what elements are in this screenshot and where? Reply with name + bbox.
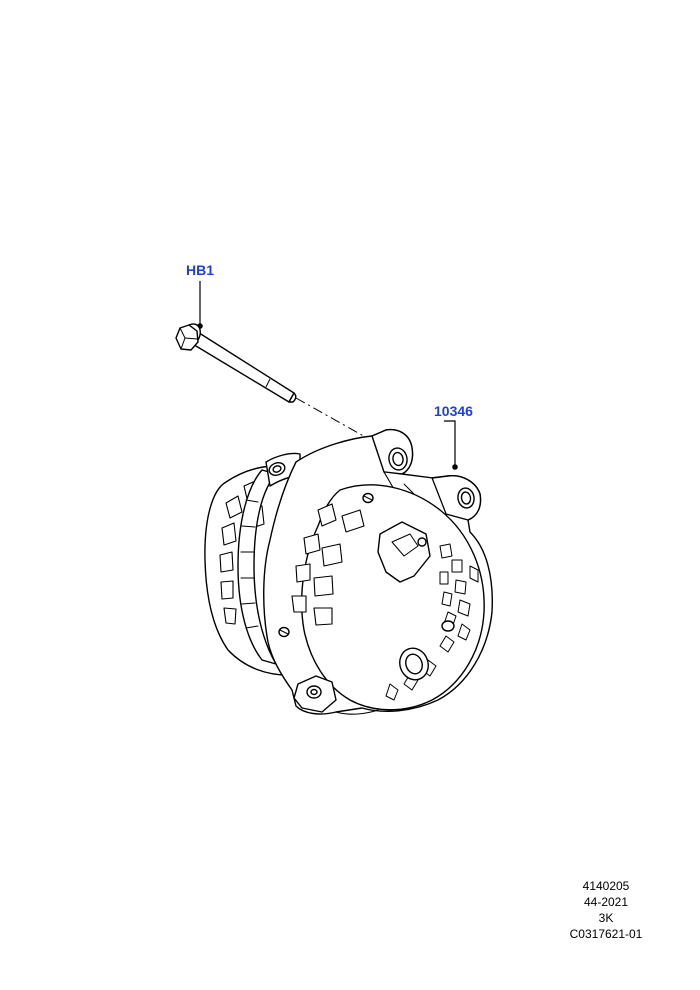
alternator-leader-line: [444, 420, 458, 470]
bolt-part: [175, 323, 297, 403]
reference-code-1: 4140205: [582, 879, 630, 893]
reference-block: 4140205 44-2021 3K C0317621-01: [556, 878, 656, 942]
reference-code-4: C0317621-01: [569, 927, 643, 941]
bolt-leader-line: [197, 281, 203, 329]
assembly-centerline: [295, 397, 393, 453]
alternator-part: [204, 428, 494, 715]
reference-code-2: 44-2021: [583, 895, 629, 909]
reference-code-3: 3K: [598, 911, 614, 925]
bolt-callout-label: HB1: [186, 262, 215, 278]
alternator-callout-label: 10346: [434, 403, 473, 419]
